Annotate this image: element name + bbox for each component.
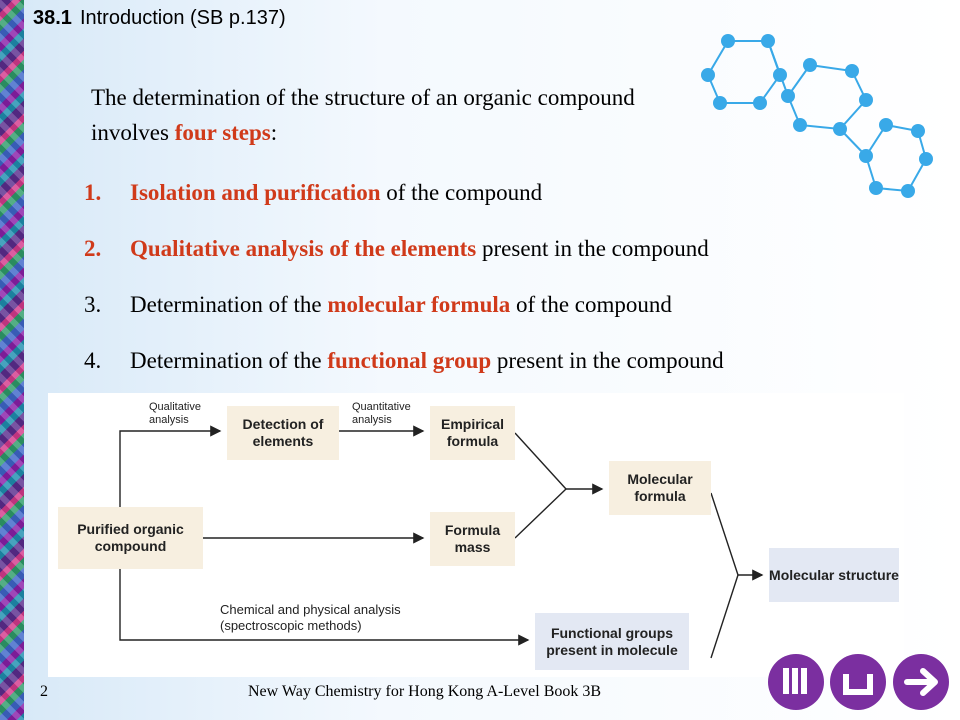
step-highlight: Qualitative analysis of the elements	[130, 236, 477, 261]
section-title: Introduction (SB p.137)	[79, 7, 286, 29]
intro-colon: :	[270, 120, 278, 145]
step-text-before: Determination of the	[130, 292, 328, 317]
intro-highlight: four steps	[174, 120, 271, 145]
qualitative-analysis-label: Qualitative analysis	[149, 401, 201, 426]
step-text-after: of the compound	[380, 180, 543, 205]
step-item-2: 2. Qualitative analysis of the elements …	[84, 232, 944, 288]
intro-paragraph: The determination of the structure of an…	[91, 80, 811, 150]
molecule-decoration-icon	[701, 34, 933, 198]
flowchart-connectors	[119, 425, 764, 659]
molecular-formula-box: Molecular formula	[609, 461, 711, 515]
step-index: 1.	[84, 180, 102, 205]
decorative-side-strip	[0, 0, 24, 720]
nav-next-button[interactable]	[893, 654, 949, 710]
formula-mass-box: Formula mass	[430, 512, 515, 566]
intro-line-2: involves four steps:	[91, 115, 811, 150]
spectroscopic-analysis-label: Chemical and physical analysis (spectros…	[220, 602, 401, 633]
structure-determination-flowchart: Purified organic compound Detection of e…	[48, 393, 904, 677]
footer-book-title: New Way Chemistry for Hong Kong A-Level …	[248, 683, 602, 700]
step-text-after: present in the compound	[476, 236, 709, 261]
nav-back-button[interactable]	[830, 654, 886, 710]
step-text-after: of the compound	[510, 292, 672, 317]
step-item-4: 4. Determination of the functional group…	[84, 344, 944, 400]
step-text-after: present in the compound	[491, 348, 724, 373]
step-item-1: 1. Isolation and purification of the com…	[84, 176, 944, 232]
step-text: Qualitative analysis of the elements pre…	[130, 232, 709, 266]
step-text: Determination of the molecular formula o…	[130, 288, 672, 322]
quantitative-analysis-label: Quantitative analysis	[352, 401, 411, 426]
step-index: 4.	[84, 348, 102, 373]
intro-line-1: The determination of the structure of an…	[91, 85, 635, 110]
page-number: 2	[40, 683, 48, 700]
functional-groups-box: Functional groups present in molecule	[535, 613, 689, 670]
step-highlight: Isolation and purification	[130, 180, 381, 205]
arrow-right-icon	[904, 668, 938, 696]
slide-header: 38.1 Introduction (SB p.137)	[33, 7, 286, 30]
bars-icon	[783, 668, 807, 694]
step-item-3: 3. Determination of the molecular formul…	[84, 288, 944, 344]
intro-text: involves	[91, 120, 175, 145]
step-highlight: molecular formula	[327, 292, 511, 317]
step-index: 3.	[84, 292, 102, 317]
purified-compound-box: Purified organic compound	[58, 507, 203, 569]
step-index: 2.	[84, 236, 102, 261]
empirical-formula-box: Empirical formula	[430, 406, 515, 460]
section-number: 38.1	[33, 7, 72, 29]
step-text: Determination of the functional group pr…	[130, 344, 724, 378]
molecular-structure-box: Molecular structure	[769, 548, 899, 602]
detection-of-elements-box: Detection of elements	[227, 406, 339, 460]
return-arrow-icon	[843, 674, 873, 695]
step-text-before: Determination of the	[130, 348, 328, 373]
nav-contents-button[interactable]	[768, 654, 824, 710]
step-text: Isolation and purification of the compou…	[130, 176, 542, 210]
steps-list: 1. Isolation and purification of the com…	[84, 176, 944, 400]
step-highlight: functional group	[327, 348, 492, 373]
